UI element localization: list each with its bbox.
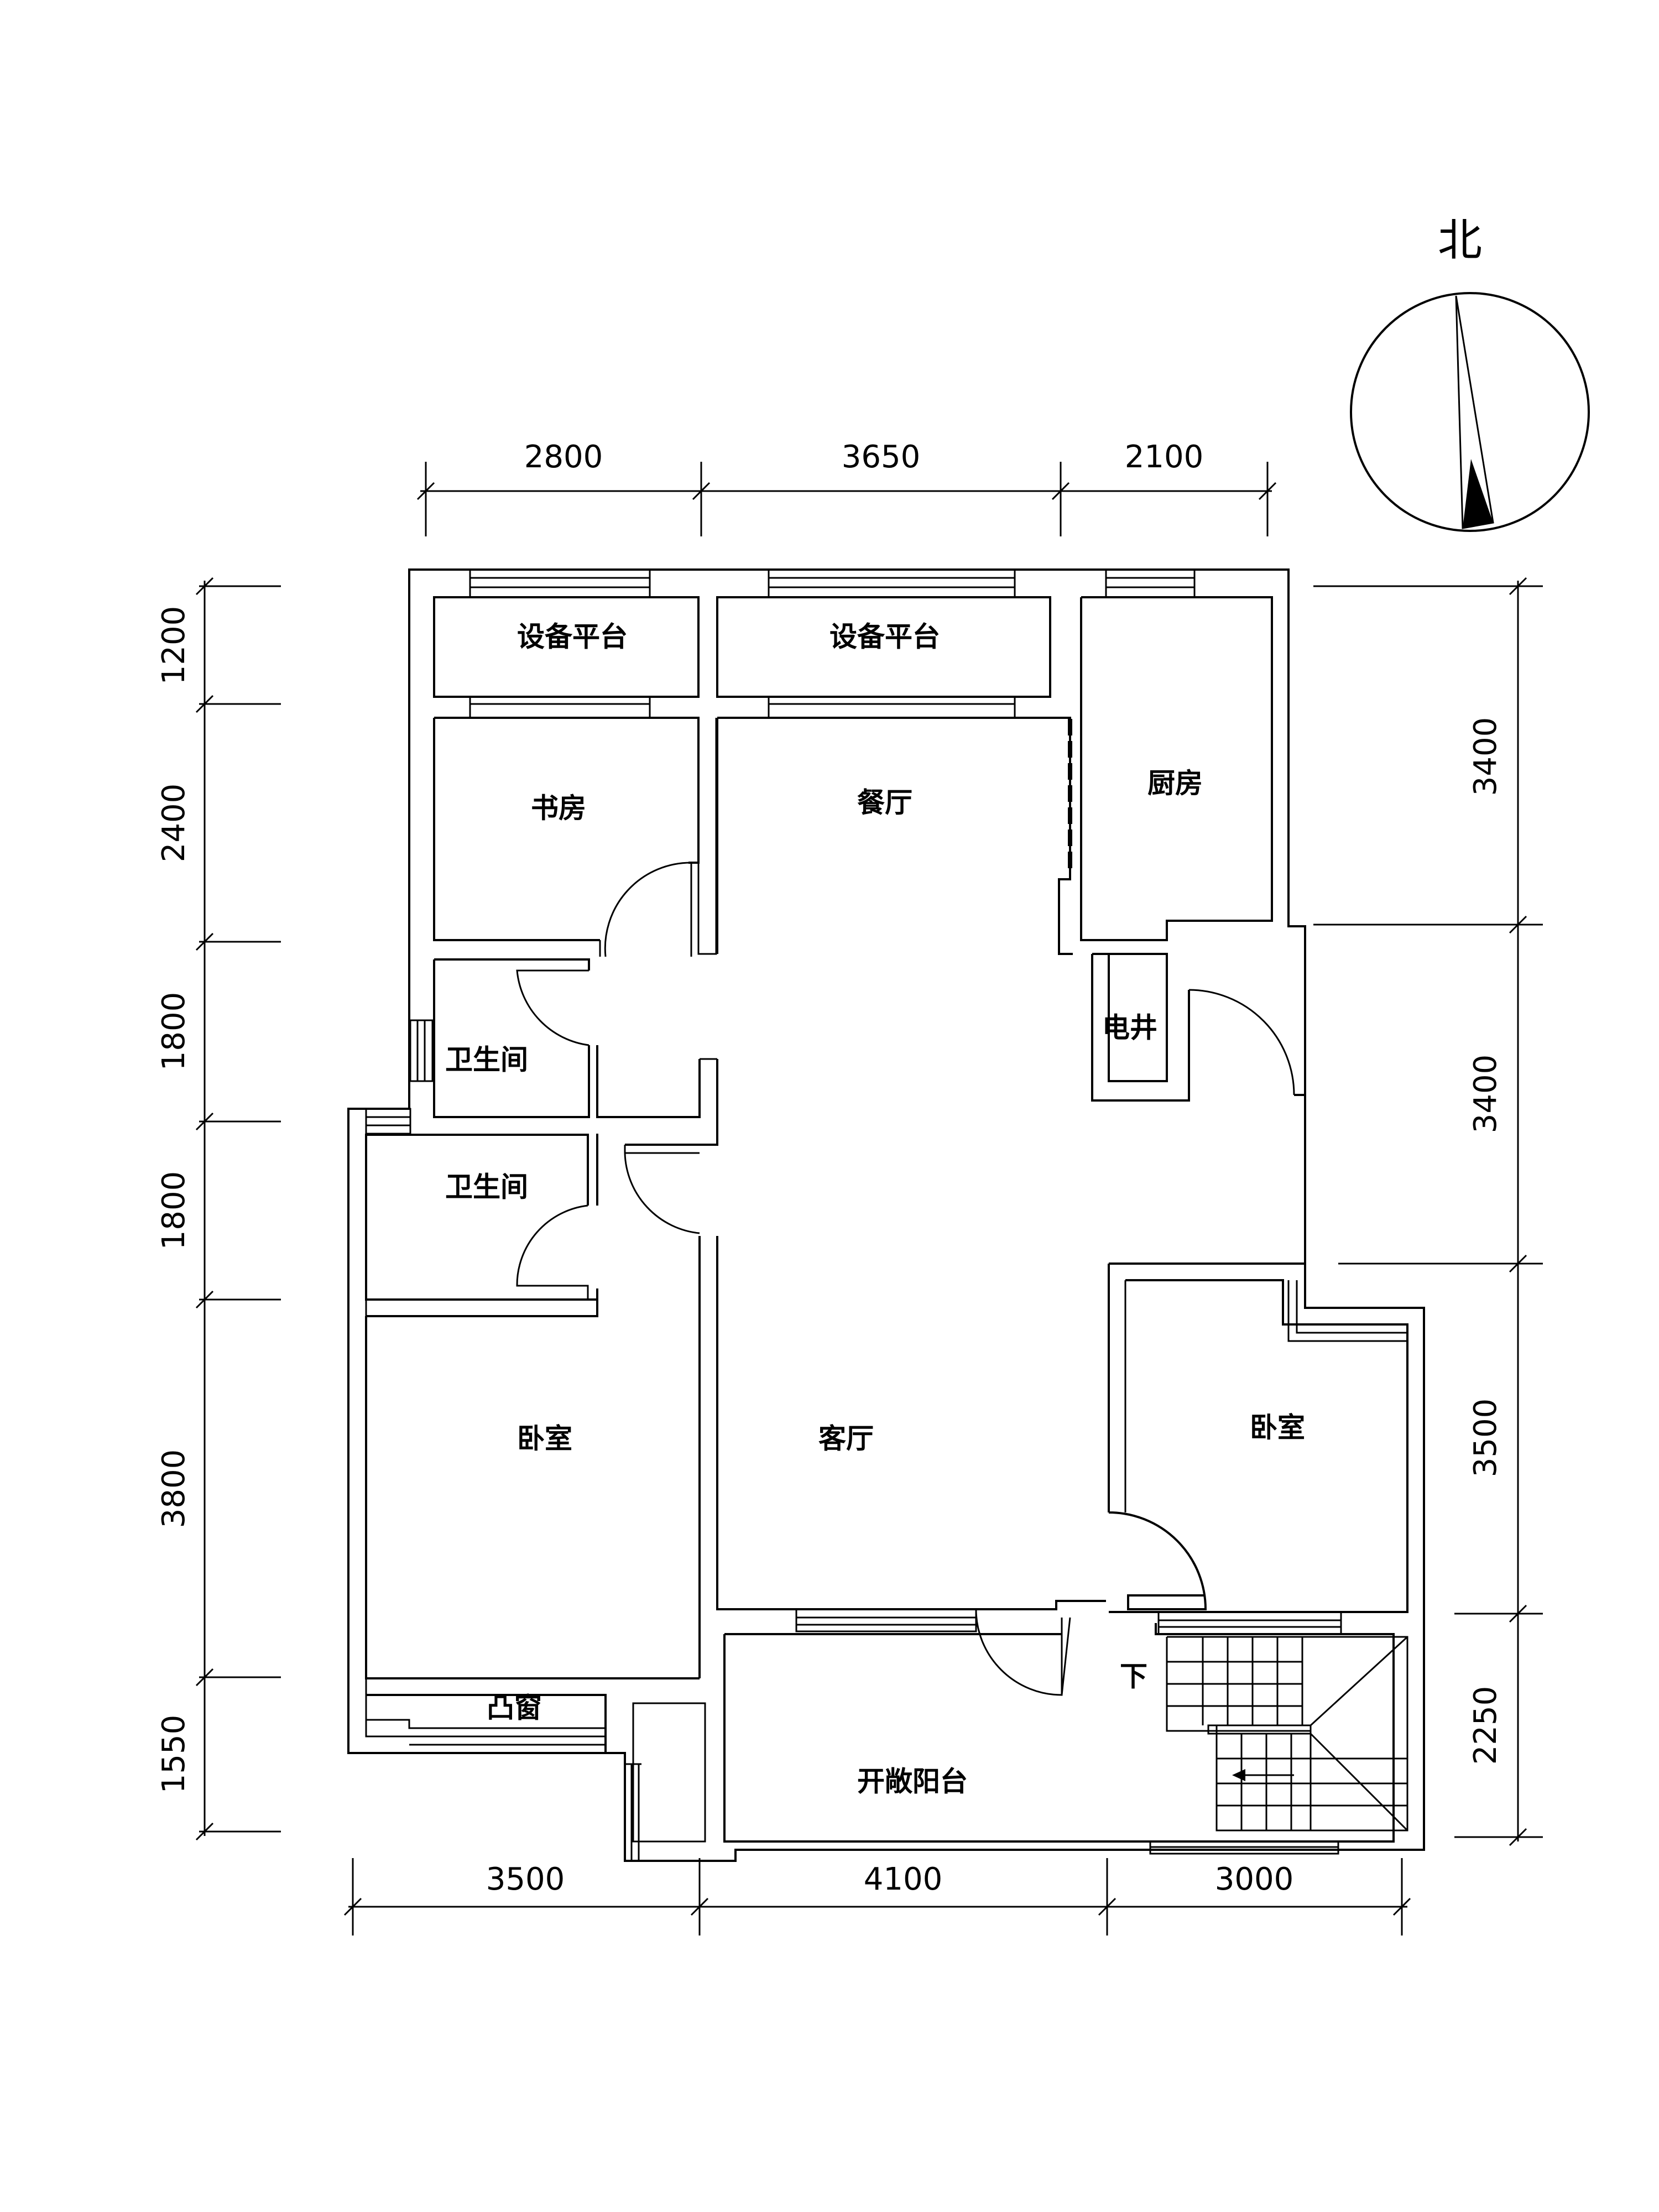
dim-left-6: 1550 <box>156 1715 192 1794</box>
room-kitchen: 厨房 <box>1068 568 1273 941</box>
dim-right-3: 3500 <box>1468 1399 1504 1478</box>
north-compass: 北 <box>1350 215 1590 532</box>
bay-window: 凸窗 <box>365 1692 607 1753</box>
electric-shaft-label: 电井 <box>1102 1012 1157 1044</box>
room-open-balcony: 开敞阳台 <box>624 1623 1395 1862</box>
room-bathroom-2: 卫生间 <box>365 1108 700 1301</box>
dim-bottom-2: 4100 <box>864 1861 943 1897</box>
north-label: 北 <box>1438 215 1482 266</box>
dim-left-2: 2400 <box>156 784 192 863</box>
study-label: 书房 <box>531 792 586 825</box>
dim-top-1: 2800 <box>524 439 603 475</box>
bedroom-right-label: 卧室 <box>1250 1412 1305 1444</box>
dim-bottom-1: 3500 <box>486 1861 565 1897</box>
living-balcony-door <box>795 1608 1071 1696</box>
bathroom-2-label: 卫生间 <box>445 1171 528 1203</box>
living-label: 客厅 <box>818 1423 874 1455</box>
dimension-right: 3400 3400 3500 2250 <box>1313 577 1543 1846</box>
dim-left-3: 1800 <box>156 992 192 1071</box>
room-bathroom-1: 卫生间 <box>409 958 701 1118</box>
dim-top-2: 3650 <box>842 439 921 475</box>
open-balcony-label: 开敞阳台 <box>857 1766 968 1798</box>
dim-right-1: 3400 <box>1468 717 1504 796</box>
staircase: 下 <box>1120 1611 1408 1832</box>
equipment-platform-2-label: 设备平台 <box>830 621 940 653</box>
kitchen-label: 厨房 <box>1147 768 1203 800</box>
stair-down-label: 下 <box>1120 1661 1147 1693</box>
bathroom-1-label: 卫生间 <box>445 1044 528 1076</box>
dimension-top: 2800 3650 2100 <box>416 439 1277 536</box>
dim-left-1: 1200 <box>156 606 192 685</box>
room-bedroom-right: 卧室 <box>1108 1262 1408 1613</box>
room-bedroom-left: 卧室 <box>365 1300 700 1679</box>
room-study: 书房 <box>433 717 717 957</box>
equipment-platforms: 设备平台 设备平台 <box>433 568 1051 719</box>
dim-right-4: 2250 <box>1468 1686 1504 1765</box>
dim-top-3: 2100 <box>1125 439 1204 475</box>
dim-right-2: 3400 <box>1468 1055 1504 1134</box>
dim-bottom-3: 3000 <box>1215 1861 1294 1897</box>
stair-treads <box>1167 1636 1408 1832</box>
dim-left-4: 1800 <box>156 1171 192 1250</box>
room-dining-living: 餐厅 客厅 <box>625 717 1106 1678</box>
dining-label: 餐厅 <box>857 787 912 819</box>
room-electric-shaft: 电井 <box>1091 953 1305 1102</box>
bay-window-label: 凸窗 <box>487 1692 542 1724</box>
dimension-left: 1200 2400 1800 1800 3800 1550 <box>156 577 281 1841</box>
dimension-bottom: 3500 4100 3000 <box>343 1858 1411 1936</box>
dim-left-5: 3800 <box>156 1449 192 1528</box>
bedroom-left-label: 卧室 <box>517 1423 572 1455</box>
exterior-walls <box>347 568 1425 1862</box>
equipment-platform-1-label: 设备平台 <box>517 621 628 653</box>
